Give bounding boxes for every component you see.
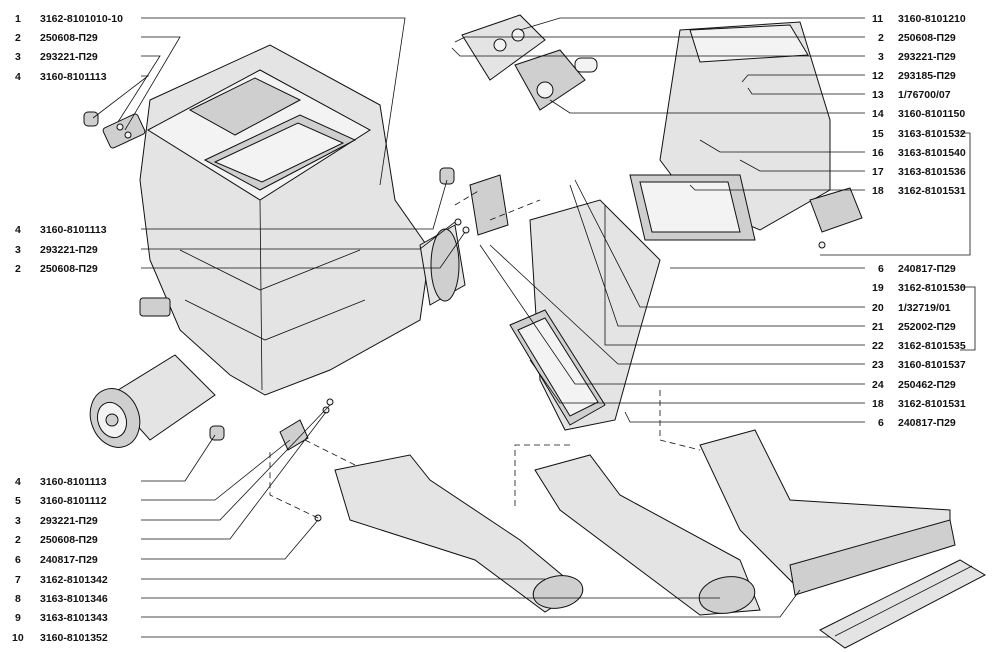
vent-grille [819,559,987,649]
callout-number: 14 [872,108,884,120]
part-code: 1/76700/07 [898,89,951,101]
callout-number: 6 [15,554,21,566]
part-code: 240817-П29 [40,554,98,566]
part-code: 293221-П29 [40,515,98,527]
part-code: 293221-П29 [40,51,98,63]
part-code: 3162-8101531 [898,398,966,410]
part-code: 240817-П29 [898,263,956,275]
heater-housing [102,44,431,396]
part-code: 250608-П29 [40,263,98,275]
right-leader-lines [451,17,976,423]
callout-number: 6 [878,417,884,429]
callout-number: 16 [872,147,884,159]
heater-inlet-pipe [89,354,216,448]
part-code: 250608-П29 [40,534,98,546]
callout-number: 15 [872,128,884,140]
left-leader-lines [92,17,830,638]
part-code: 3160-8101113 [40,476,107,488]
callout-number: 12 [872,70,884,82]
part-code: 3162-8101010-10 [40,13,123,25]
callout-number: 2 [878,32,884,44]
lower-center-duct [534,454,761,616]
callout-number: 3 [878,51,884,63]
part-code: 3160-8101352 [40,632,108,644]
part-code: 293221-П29 [40,244,98,256]
callout-number: 2 [15,263,21,275]
callout-number: 1 [15,13,21,25]
part-code: 3162-8101535 [898,340,966,352]
part-code: 3162-8101342 [40,574,108,586]
part-code: 240817-П29 [898,417,956,429]
callout-number: 21 [872,321,884,333]
callout-number: 11 [872,13,883,25]
left-callout-labels: 1 3162-8101010-10 2 250608-П29 3 293221-… [12,13,123,644]
housing-outlet-sleeve [419,224,466,306]
callout-number: 5 [15,495,21,507]
blower-resistor [809,187,863,249]
part-code: 3163-8101536 [898,166,966,178]
part-code: 293221-П29 [898,51,956,63]
part-code: 3163-8101532 [898,128,966,140]
callout-number: 3 [15,515,21,527]
callout-number: 6 [878,263,884,275]
callout-number: 20 [872,302,884,314]
center-air-duct [509,199,661,431]
right-air-duct [629,21,831,241]
callout-number: 9 [15,612,21,624]
callout-number: 13 [872,89,884,101]
part-code: 250608-П29 [898,32,956,44]
callout-number: 3 [15,244,21,256]
part-code: 3160-8101537 [898,359,966,371]
part-code: 3160-8101150 [898,108,965,120]
callout-number: 3 [15,51,21,63]
part-code: 3162-8101530 [898,282,966,294]
lower-left-duct [334,454,584,613]
callout-number: 24 [872,379,884,391]
right-callout-labels: 11 3160-8101210 2 250608-П29 3 293221-П2… [872,13,966,429]
lower-right-duct [699,429,956,596]
callout-number: 4 [15,476,21,488]
callout-number: 4 [15,224,21,236]
part-code: 3160-8101113 [40,224,107,236]
part-code: 1/32719/01 [898,302,951,314]
part-code: 250608-П29 [40,32,98,44]
fastener-parts [83,111,470,522]
callout-number: 2 [15,534,21,546]
assembly-lines [269,189,701,519]
center-bracket [469,174,509,236]
part-code: 3162-8101531 [898,185,966,197]
callout-number: 8 [15,593,21,605]
callout-number: 10 [12,632,24,644]
part-code: 3160-8101210 [898,13,966,25]
callout-number: 23 [872,359,884,371]
callout-number: 19 [872,282,884,294]
callout-number: 18 [872,398,884,410]
part-code: 3163-8101343 [40,612,108,624]
callout-number: 7 [15,574,21,586]
part-code: 3160-8101113 [40,71,107,83]
callout-number: 2 [15,32,21,44]
part-code: 3163-8101540 [898,147,966,159]
callout-number: 17 [872,166,884,178]
part-code: 3163-8101346 [40,593,108,605]
callout-number: 18 [872,185,884,197]
part-code: 250462-П29 [898,379,956,391]
callout-number: 4 [15,71,21,83]
part-code: 3160-8101112 [40,495,107,507]
callout-number: 22 [872,340,884,352]
mounting-bracket [279,419,309,451]
part-code: 293185-П29 [898,70,956,82]
part-code: 252002-П29 [898,321,956,333]
heater-valve-assembly [461,14,598,111]
